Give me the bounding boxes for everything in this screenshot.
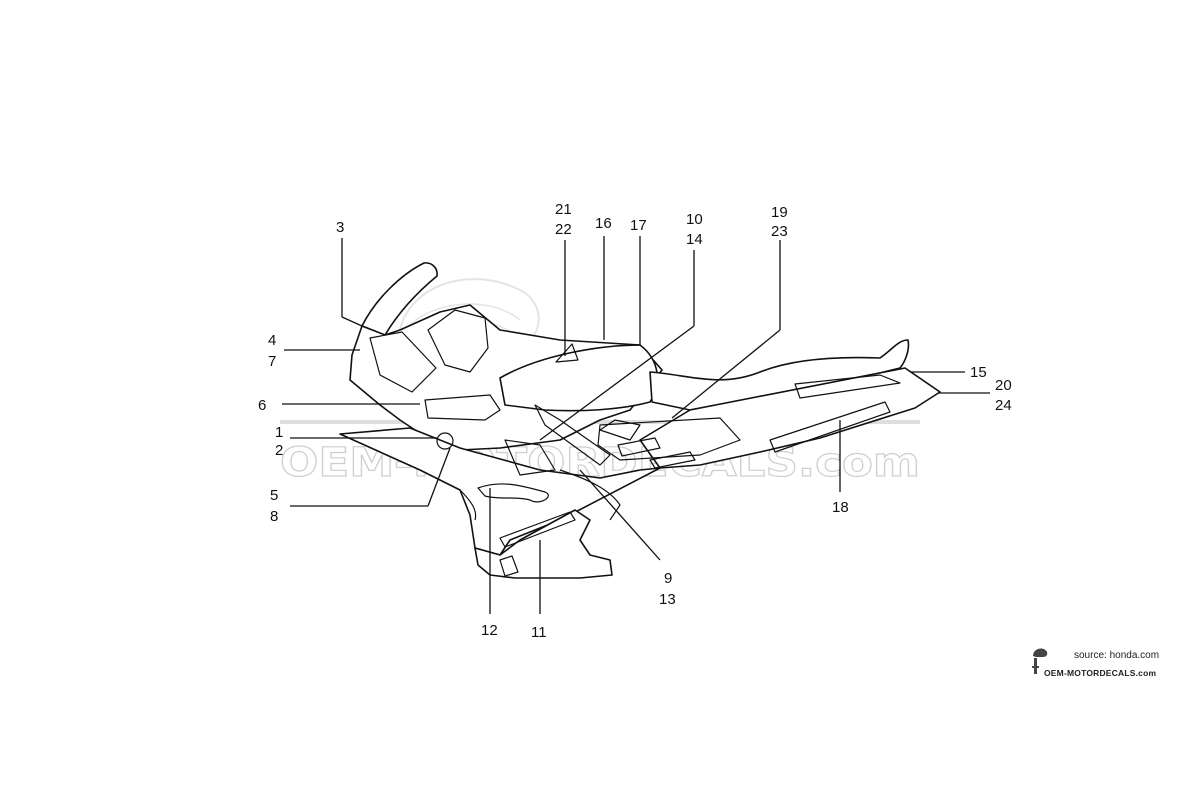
leader-5b — [427, 447, 451, 507]
callout-14: 14 — [686, 231, 703, 248]
leader-3b — [341, 316, 363, 327]
lower-vent — [499, 555, 519, 577]
callout-21: 21 — [555, 201, 572, 218]
credit-source-text: source: honda.com — [1074, 650, 1160, 661]
callout-1: 1 — [275, 424, 283, 441]
side-vents — [599, 419, 696, 469]
motorcycle-outline — [339, 262, 941, 579]
swingarm-line — [559, 469, 621, 521]
callout-13: 13 — [659, 591, 676, 608]
callout-10: 10 — [686, 211, 703, 228]
under-cowl — [474, 509, 613, 579]
headlight — [369, 331, 437, 393]
cowl-window — [427, 309, 489, 373]
callout-labels: 3 4 7 6 1 2 5 8 12 11 9 13 21 22 16 17 1… — [258, 201, 1012, 641]
side-panel — [597, 417, 741, 461]
windscreen — [361, 262, 438, 336]
fairing-graphic-b — [504, 439, 556, 476]
leader-19b — [671, 329, 781, 419]
lower-stripe — [499, 511, 576, 548]
callout-18: 18 — [832, 499, 849, 516]
helmet-logo-icon — [1032, 648, 1048, 674]
fairing-flames — [477, 483, 549, 503]
callout-9: 9 — [664, 570, 672, 587]
callout-19: 19 — [771, 204, 788, 221]
callout-16: 16 — [595, 215, 612, 232]
callout-2: 2 — [275, 442, 283, 459]
leader-lines — [282, 236, 990, 614]
turn-signal — [436, 432, 454, 450]
callout-22: 22 — [555, 221, 572, 238]
callout-8: 8 — [270, 508, 278, 525]
callout-17: 17 — [630, 217, 647, 234]
rear-cowl — [639, 367, 941, 469]
fairing-edge — [459, 489, 477, 521]
source-credit: source: honda.com OEM-MOTORDECALS.com — [1030, 644, 1190, 684]
leader-10b — [539, 325, 695, 441]
callout-12: 12 — [481, 622, 498, 639]
leader-9 — [579, 469, 661, 561]
callout-7: 7 — [268, 353, 276, 370]
credit-site-text: OEM-MOTORDECALS.com — [1044, 668, 1157, 678]
callout-6: 6 — [258, 397, 266, 414]
callout-4: 4 — [268, 332, 276, 349]
fairing-graphic-a — [424, 394, 501, 421]
callout-20: 20 — [995, 377, 1012, 394]
callout-15: 15 — [970, 364, 987, 381]
callout-3: 3 — [336, 219, 344, 236]
callout-23: 23 — [771, 223, 788, 240]
fairing-graphic-c — [534, 404, 611, 466]
callout-5: 5 — [270, 487, 278, 504]
rear-cowl-stripe — [794, 374, 901, 399]
watermark-stripe — [280, 420, 920, 424]
tank-cap — [555, 343, 579, 363]
rear-cowl-panel — [769, 401, 891, 453]
callout-11: 11 — [531, 624, 547, 641]
callout-24: 24 — [995, 397, 1012, 414]
